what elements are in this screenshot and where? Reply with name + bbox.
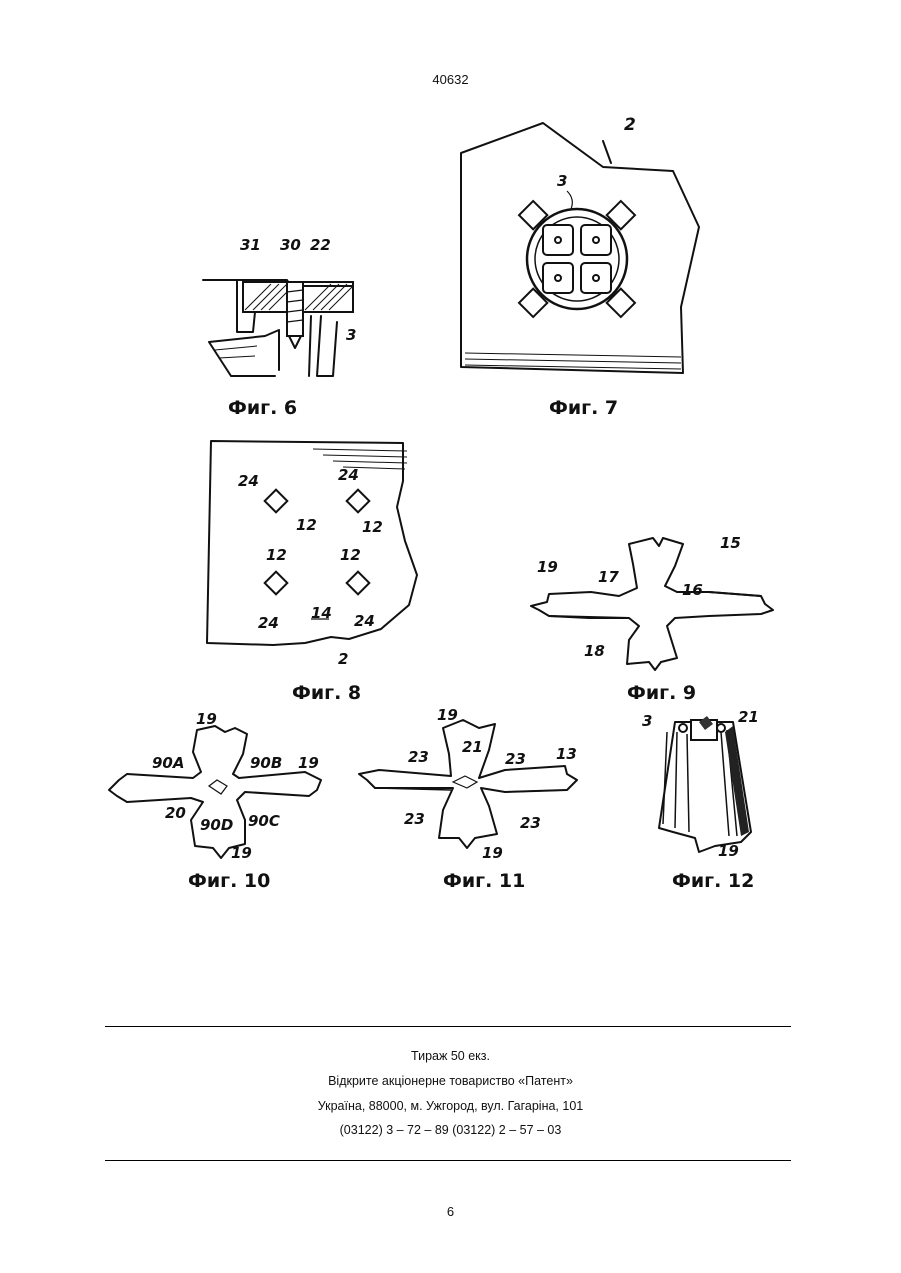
fig8-label-12d: 12 [340,546,361,564]
fig12-label-3: 3 [642,712,652,730]
fig6-label-30: 30 [280,236,301,254]
imprint-line-address: Україна, 88000, м. Ужгород, вул. Гагарін… [0,1099,901,1113]
fig8-label-24d: 24 [354,612,375,630]
figure-6-caption: Фиг. 6 [228,397,297,419]
figure-11-caption: Фиг. 11 [443,870,525,892]
fig8-label-24a: 24 [238,472,259,490]
figure-9-caption: Фиг. 9 [627,682,696,704]
figure-10-caption: Фиг. 10 [188,870,270,892]
figure-10-drawing [105,720,335,865]
figure-12-drawing [655,712,765,862]
fig10-label-90c: 90C [248,812,280,830]
imprint-rule-top [105,1026,791,1027]
fig10-label-90b: 90B [250,754,282,772]
document-number: 40632 [0,72,901,87]
fig10-label-20: 20 [165,804,186,822]
fig8-label-14: 14 [311,604,332,622]
fig9-label-17: 17 [598,568,619,586]
fig8-label-2: 2 [338,650,348,668]
page-number: 6 [0,1204,901,1219]
fig8-label-12c: 12 [266,546,287,564]
fig11-label-23a: 23 [408,748,429,766]
fig8-label-12a: 12 [296,516,317,534]
figure-8-drawing [203,433,423,663]
figure-9-drawing [525,530,780,675]
imprint-line-print-run: Тираж 50 екз. [0,1049,901,1063]
imprint-line-publisher: Відкрите акціонерне товариство «Патент» [0,1074,901,1088]
fig11-label-19-bottom: 19 [482,844,503,862]
fig12-label-19: 19 [718,842,739,860]
fig6-label-22: 22 [310,236,331,254]
fig9-label-18: 18 [584,642,605,660]
fig8-label-12b: 12 [362,518,383,536]
figure-12-caption: Фиг. 12 [672,870,754,892]
figure-7-drawing [455,115,705,380]
fig8-label-24c: 24 [258,614,279,632]
figure-6-drawing [195,230,345,390]
fig11-label-21: 21 [462,738,483,756]
imprint-line-phones: (03122) 3 – 72 – 89 (03122) 2 – 57 – 03 [0,1123,901,1137]
fig6-label-31: 31 [240,236,261,254]
fig10-label-19-right: 19 [298,754,319,772]
fig9-label-19: 19 [537,558,558,576]
fig10-label-90d: 90D [200,816,233,834]
fig6-label-3: 3 [346,326,356,344]
fig10-label-19-bottom: 19 [231,844,252,862]
fig9-label-15: 15 [720,534,741,552]
fig10-label-19-top: 19 [196,710,217,728]
fig11-label-19-top: 19 [437,706,458,724]
fig9-label-16: 16 [682,581,703,599]
fig12-label-21: 21 [738,708,759,726]
fig11-label-23b: 23 [505,750,526,768]
figure-7-caption: Фиг. 7 [549,397,618,419]
fig11-label-13: 13 [556,745,577,763]
fig7-label-2: 2 [624,115,636,135]
figure-11-drawing [355,710,585,860]
figure-8-caption: Фиг. 8 [292,682,361,704]
fig8-label-24b: 24 [338,466,359,484]
fig11-label-23c: 23 [404,810,425,828]
imprint-rule-bottom [105,1160,791,1161]
fig10-label-90a: 90A [152,754,184,772]
fig11-label-23d: 23 [520,814,541,832]
fig7-label-3: 3 [557,172,567,190]
